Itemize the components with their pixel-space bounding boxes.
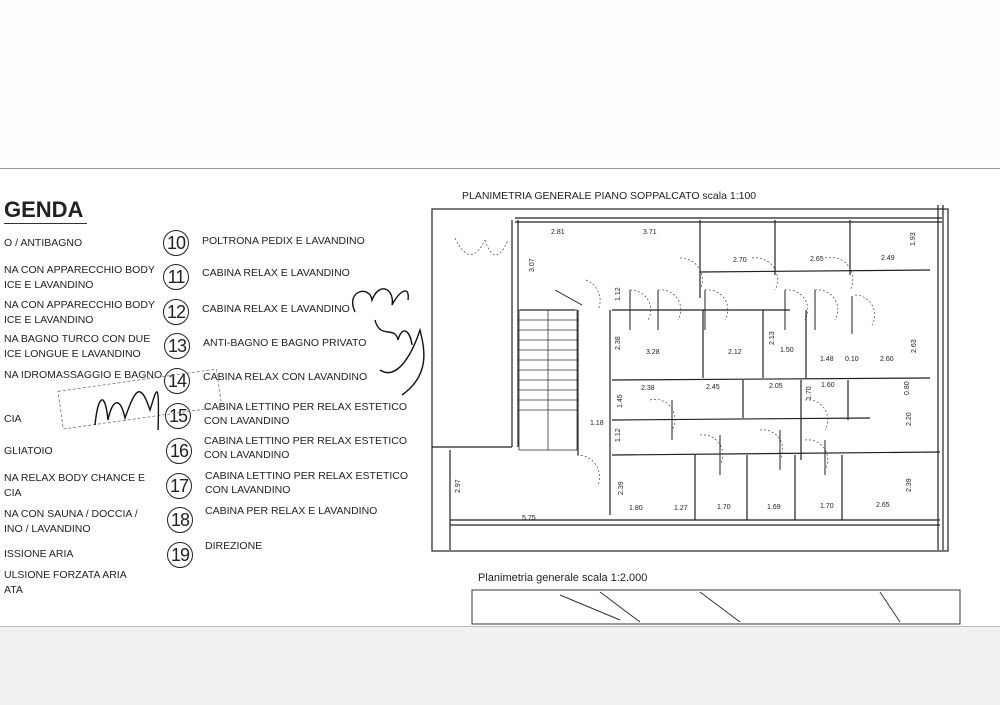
legend-number: 12 <box>163 299 189 325</box>
stamp <box>57 368 223 430</box>
legend-number: 16 <box>166 438 192 464</box>
plan-title-text: PLANIMETRIA GENERALE PIANO SOPPALCATO <box>462 190 700 202</box>
legend-item: ULSIONE FORZATA ARIA <box>4 569 127 581</box>
dimension-label: 1.27 <box>674 505 688 512</box>
dimension-label: 1.70 <box>820 503 834 510</box>
site-plan-frame <box>471 589 961 625</box>
legend-number: 10 <box>163 230 189 256</box>
legend-number: 13 <box>164 333 190 359</box>
legend-item: CABINA RELAX CON LAVANDINO <box>203 371 368 383</box>
dimension-label: 3.07 <box>529 258 536 272</box>
dimension-label: 1.93 <box>910 232 917 246</box>
door-leaves <box>554 289 853 475</box>
dimension-label: 2.65 <box>810 256 824 263</box>
dimension-label: 0.80 <box>904 381 911 395</box>
legend-item: CIA <box>4 487 22 499</box>
legend-item: CABINA PER RELAX E LAVANDINO <box>205 505 378 517</box>
legend-item: NA CON APPARECCHIO BODY <box>4 299 155 311</box>
legend-item: CABINA RELAX E LAVANDINO <box>202 303 350 315</box>
dimension-label: 2.70 <box>733 257 747 264</box>
legend-item: ISSIONE ARIA <box>4 548 74 560</box>
site-plan-title: Planimetria generale scala 1:2.000 <box>478 572 648 584</box>
legend-item: POLTRONA PEDIX E LAVANDINO <box>202 235 365 247</box>
dimension-label: 2.13 <box>769 331 776 345</box>
legend-number: 18 <box>167 507 193 533</box>
legend-item: ANTI-BAGNO E BAGNO PRIVATO <box>203 337 367 349</box>
dimension-label: 1.48 <box>820 356 834 363</box>
dimension-label: 2.38 <box>641 385 655 392</box>
dimension-label: 2.97 <box>455 479 462 493</box>
legend-number: 17 <box>166 473 192 499</box>
legend-item: ATA <box>4 584 23 596</box>
plan-title: PLANIMETRIA GENERALE PIANO SOPPALCATO sc… <box>462 190 756 203</box>
legend-item: CIA <box>4 413 22 425</box>
legend-item: CABINA LETTINO PER RELAX ESTETICO <box>204 401 408 413</box>
legend-item: O / ANTIBAGNO <box>4 237 83 249</box>
plan-scale: scala 1:100 <box>702 190 757 202</box>
dimension-label: 2.38 <box>615 336 622 350</box>
dimension-label: 2.65 <box>876 502 890 509</box>
legend-item: CON LAVANDINO <box>204 415 290 427</box>
legend-item: NA CON APPARECCHIO BODY <box>4 264 155 276</box>
dimension-label: 2.05 <box>769 383 783 390</box>
dimension-label: 2.81 <box>551 229 565 236</box>
dimension-label: 3.71 <box>643 229 657 236</box>
dimension-label: 2.39 <box>906 478 913 492</box>
dimension-label: 1.70 <box>806 386 813 400</box>
legend-item: ICE LONGUE E LAVANDINO <box>4 348 141 360</box>
legend-number: 11 <box>163 264 189 290</box>
dimension-label: 2.12 <box>728 349 742 356</box>
dimension-label: 1.12 <box>615 428 622 442</box>
dimension-label: 1.69 <box>767 504 781 511</box>
legend-item: DIREZIONE <box>205 540 263 552</box>
dimension-label: 2.63 <box>911 339 918 353</box>
dimension-label: 2.60 <box>880 356 894 363</box>
dimension-label: 1.60 <box>821 382 835 389</box>
dimension-label: 1.50 <box>780 347 794 354</box>
dimension-label: 2.49 <box>881 255 895 262</box>
dimension-label: 1.18 <box>590 420 604 427</box>
legend-number: 15 <box>165 403 191 429</box>
legend-number: 14 <box>164 368 190 394</box>
legend-item: CABINA LETTINO PER RELAX ESTETICO <box>205 470 409 482</box>
legend-title: GENDA <box>4 197 88 224</box>
legend-item: ICE E LAVANDINO <box>4 314 94 326</box>
legend-item: NA RELAX BODY CHANCE E <box>4 472 146 484</box>
dimension-label: 1.70 <box>717 504 731 511</box>
dimension-labels: 2.81 3.71 2.70 2.65 2.49 1.93 3.07 1.12 … <box>455 229 918 522</box>
dimension-label: 1.12 <box>615 287 622 301</box>
dimension-label: 1.45 <box>617 394 624 408</box>
dimension-label: 3.28 <box>646 349 660 356</box>
dimension-label: 5.75 <box>522 515 536 522</box>
staircase <box>518 309 578 451</box>
legend-item: NA IDROMASSAGGIO E BAGNO <box>4 369 163 381</box>
dimension-label: 1.80 <box>629 505 643 512</box>
scan-background <box>0 625 1000 705</box>
door-swings <box>454 237 876 486</box>
dimension-label: 2.39 <box>618 481 625 495</box>
legend-item: CON LAVANDINO <box>205 484 291 496</box>
dimension-label: 0.10 <box>845 356 859 363</box>
legend-item: CABINA LETTINO PER RELAX ESTETICO <box>204 435 408 447</box>
legend-item: NA CON SAUNA / DOCCIA / <box>4 508 138 520</box>
legend-item: CABINA RELAX E LAVANDINO <box>202 267 350 279</box>
legend-number: 19 <box>167 542 193 568</box>
legend-item: GLIATOIO <box>4 445 53 457</box>
plan-walls <box>431 205 949 552</box>
handwritten-signature <box>94 288 425 431</box>
legend-item: ICE E LAVANDINO <box>4 279 94 291</box>
legend-item: CON LAVANDINO <box>204 449 290 461</box>
dimension-label: 2.20 <box>906 412 913 426</box>
legend-item: NA BAGNO TURCO CON DUE <box>4 333 151 345</box>
dimension-label: 2.45 <box>706 384 720 391</box>
legend-item: INO / LAVANDINO <box>4 523 91 535</box>
